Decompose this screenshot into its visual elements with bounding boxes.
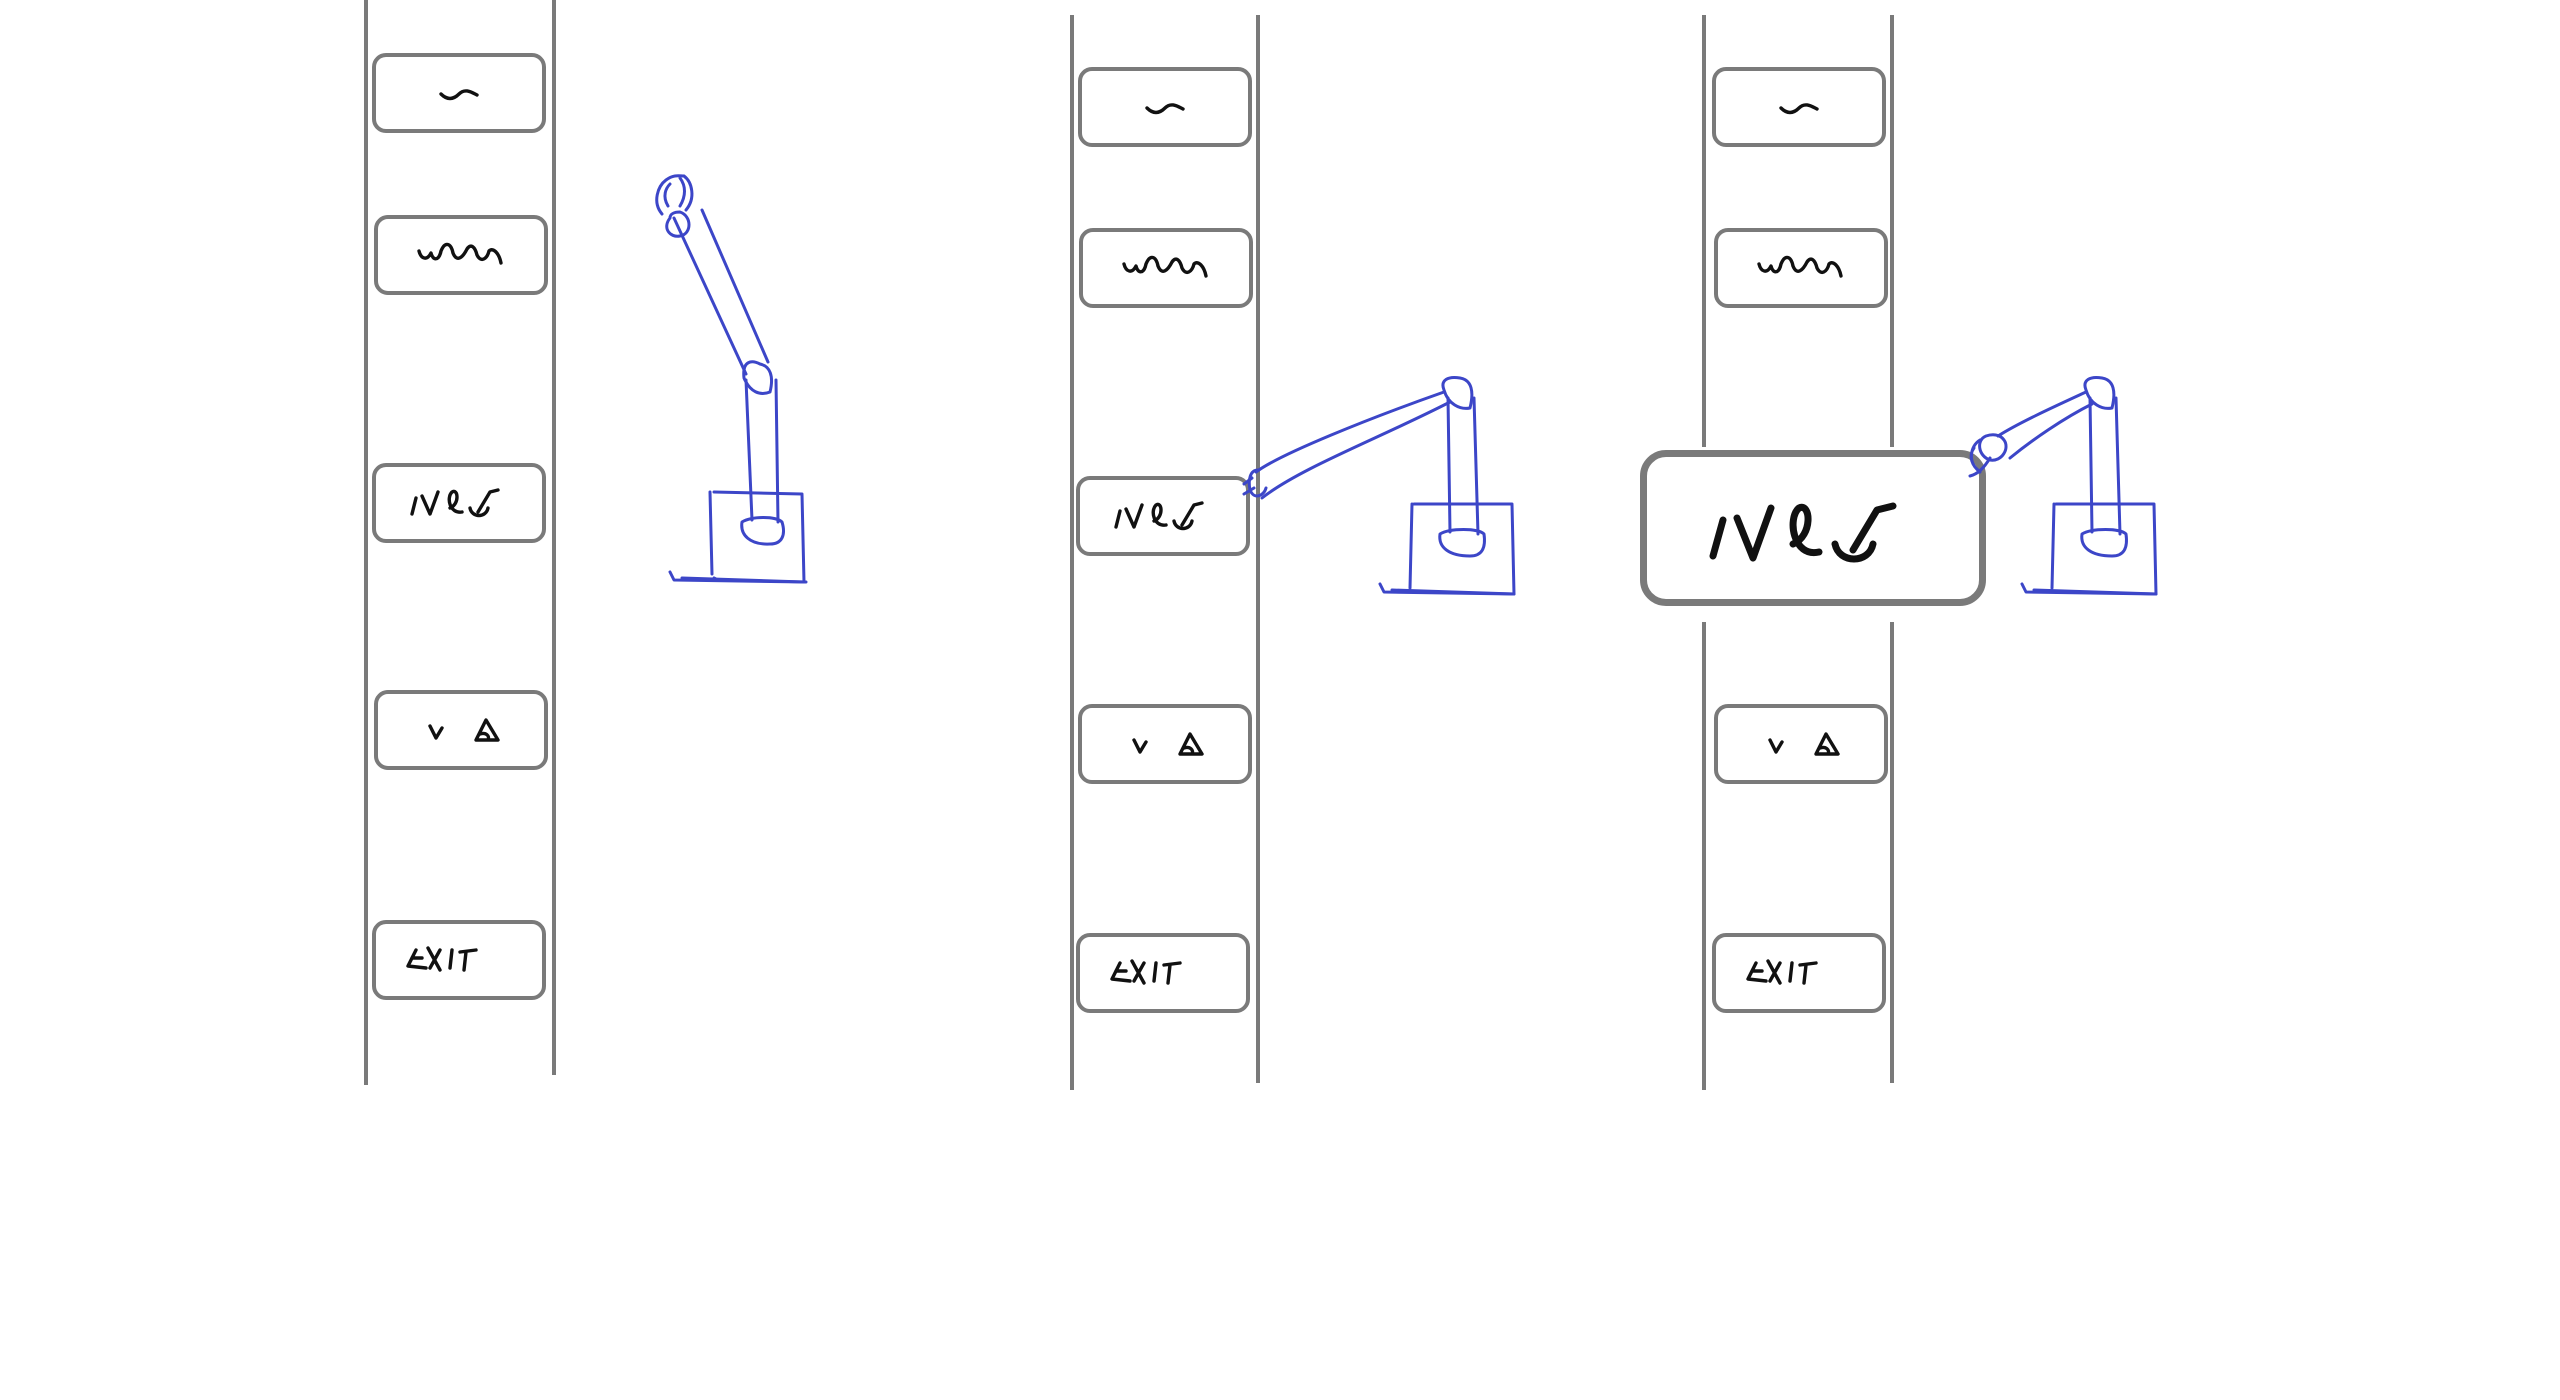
menu-rail-right — [552, 0, 556, 1075]
menu-button-4[interactable]: v Δ — [374, 690, 548, 770]
robot-arm-icon — [1968, 376, 2158, 596]
menu-button-new[interactable]: NEW — [372, 463, 546, 543]
menu-button-exit[interactable]: EXIT — [1712, 933, 1886, 1013]
menu-button-exit[interactable]: EXIT — [1076, 933, 1250, 1013]
menu-button-new[interactable]: NEW — [1076, 476, 1250, 556]
menu-rail-right-lower — [1890, 622, 1894, 1083]
menu-rail-right — [1256, 15, 1260, 1083]
menu-rail-left — [1702, 15, 1706, 447]
robot-arm-icon — [1242, 376, 1516, 596]
menu-button-4[interactable]: v Δ — [1078, 704, 1252, 784]
robot-arm-icon — [655, 174, 808, 584]
menu-button-2[interactable]: ~m~ — [1079, 228, 1253, 308]
menu-button-1[interactable]: ~ — [372, 53, 546, 133]
menu-rail-left-lower — [1702, 622, 1706, 1090]
menu-rail-left — [1070, 15, 1074, 1090]
menu-button-exit[interactable]: EXIT — [372, 920, 546, 1000]
menu-button-1[interactable]: ~ — [1712, 67, 1886, 147]
menu-rail-left — [364, 0, 368, 1085]
panel-2: ~ ~m~ NEW v Δ EXIT — [1040, 0, 1800, 1150]
menu-button-2[interactable]: ~m~ — [1714, 228, 1888, 308]
menu-button-1[interactable]: ~ — [1078, 67, 1252, 147]
menu-button-2[interactable]: ~m~ — [374, 215, 548, 295]
panel-1: ~ ~m~ NEW v Δ EXIT — [340, 0, 1100, 1150]
menu-button-new-enlarged[interactable]: NEW — [1640, 450, 1986, 606]
menu-rail-right — [1890, 15, 1894, 447]
panel-3: ~ ~m~ NEW v Δ EXIT — [1640, 0, 2400, 1150]
menu-button-4[interactable]: v Δ — [1714, 704, 1888, 784]
